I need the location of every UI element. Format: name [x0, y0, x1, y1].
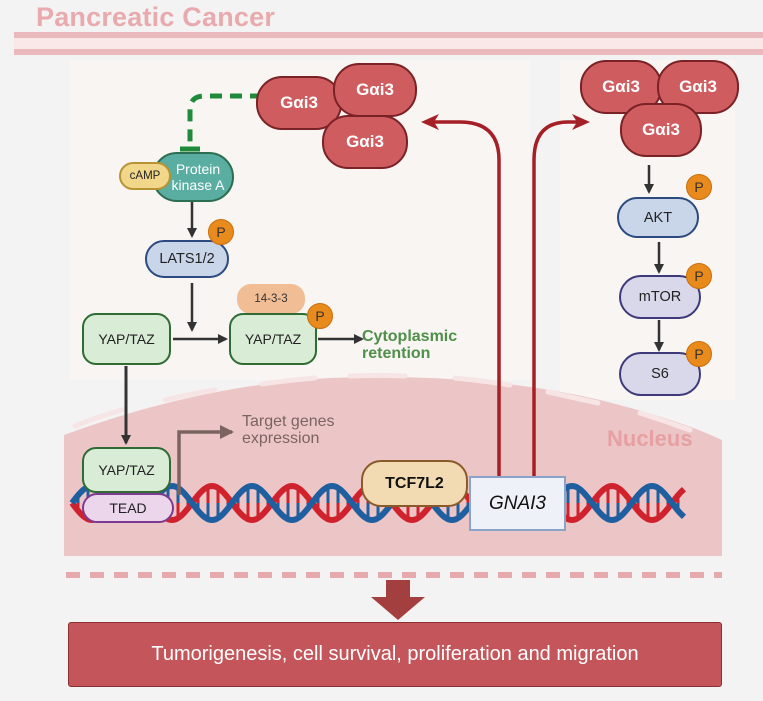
akt-node: AKT	[617, 197, 699, 238]
gai3-protein: Gαi3	[322, 115, 408, 169]
phosphate-badge: P	[686, 263, 712, 289]
tcf7l2-node: TCF7L2	[361, 460, 468, 507]
gnai3-gene-box: GNAI3	[469, 476, 566, 531]
arrow-gnai3-left-cluster	[421, 114, 501, 488]
phosphate-badge: P	[686, 174, 712, 200]
outcome-arrow-head	[371, 597, 425, 620]
nuclear-envelope	[72, 373, 693, 433]
outcome-box: Tumorigenesis, cell survival, proliferat…	[68, 622, 722, 687]
target-line2: expression	[242, 430, 320, 447]
outcome-arrow-shaft	[386, 580, 410, 597]
gai3-protein: Gαi3	[580, 60, 662, 114]
target-genes-label: Target genes expression	[242, 413, 335, 447]
cell-membrane-inner	[14, 38, 763, 49]
camp-molecule: cAMP	[119, 162, 171, 190]
cytoplasmic-retention-label: Cytoplasmic retention	[362, 328, 457, 362]
dna-strand-blue	[69, 482, 687, 524]
target-line1: Target genes	[242, 413, 335, 430]
gai3-protein: Gαi3	[620, 103, 702, 157]
cyto-line1: Cytoplasmic	[362, 328, 458, 345]
phosphate-badge: P	[208, 219, 234, 245]
diagram-title: Pancreatic Cancer	[36, 2, 276, 32]
yap-taz-free: YAP/TAZ	[82, 313, 171, 365]
cell-membrane-outer	[14, 32, 763, 38]
nucleus-label: Nucleus	[607, 426, 693, 451]
arrow-gnai3-right-cluster	[532, 114, 590, 488]
cell-membrane-lower	[14, 49, 763, 55]
yap-taz-bound: YAP/TAZ	[229, 313, 317, 365]
inhibition-line	[187, 93, 262, 145]
protein-14-3-3: 14-3-3	[237, 284, 305, 314]
yap-taz-nuclear: YAP/TAZ	[82, 447, 171, 493]
pka-label-line1: Protein	[175, 161, 221, 177]
phosphate-badge: P	[686, 341, 712, 367]
arrow-target-genes	[177, 425, 234, 495]
phosphate-badge: P	[307, 303, 333, 329]
pka-label-line2: kinase A	[171, 177, 225, 193]
cyto-line2: retention	[362, 345, 431, 362]
gai3-protein: Gαi3	[256, 76, 342, 130]
gai3-protein: Gαi3	[333, 63, 417, 117]
tead-node: TEAD	[82, 493, 174, 523]
lats-node: LATS1/2	[145, 240, 229, 278]
